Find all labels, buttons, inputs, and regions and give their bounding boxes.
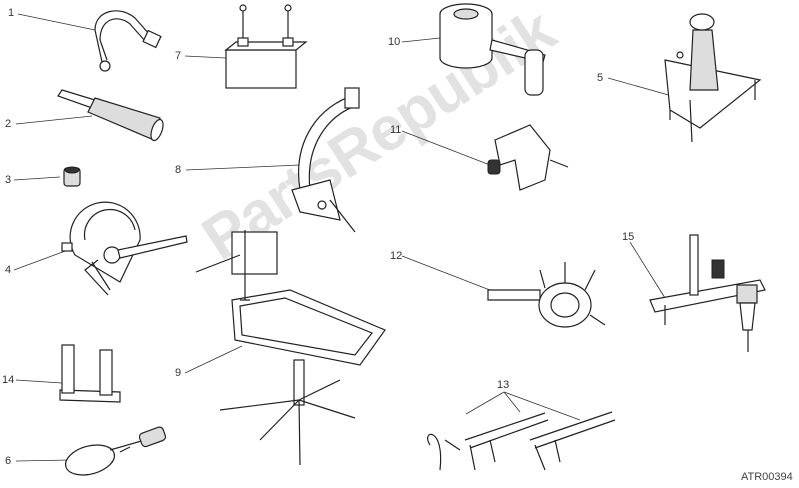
tool-12-ring-tool [487,262,606,328]
callout-13: 13 [497,379,510,391]
callout-11: 11 [390,124,402,136]
tool-11-bracket [487,124,569,191]
tool-6-filter-wrench [64,426,167,476]
tool-14-fork-bracket [59,344,121,403]
callout-8: 8 [175,164,182,176]
tool-8-arc-bracket [291,87,360,233]
tool-1-hook [94,10,162,72]
leader-lines [13,13,673,462]
callout-7: 7 [175,50,182,62]
callout-6: 6 [5,455,12,467]
callout-5: 5 [597,72,604,84]
callout-10: 10 [388,36,401,48]
tool-3-bushing [63,166,81,187]
tool-4-degree-wheel [61,201,188,296]
tool-7-pin-plate [224,4,308,89]
tool-13-pins [427,411,616,471]
tool-9-engine-stand [195,230,386,466]
callout-1: 1 [8,7,15,19]
callout-14: 14 [2,374,15,386]
callout-3: 3 [5,174,12,186]
drawing-code: ATR00394 [741,471,793,483]
tool-10-rotor-holder [439,3,546,96]
callout-2: 2 [5,118,12,130]
callout-15: 15 [622,231,635,243]
tool-2-handle [57,89,164,142]
callout-12: 12 [390,250,403,262]
tool-15-gauge [649,234,766,352]
callout-4: 4 [5,264,12,276]
callout-9: 9 [175,367,182,379]
tool-5-fixture [664,13,762,143]
